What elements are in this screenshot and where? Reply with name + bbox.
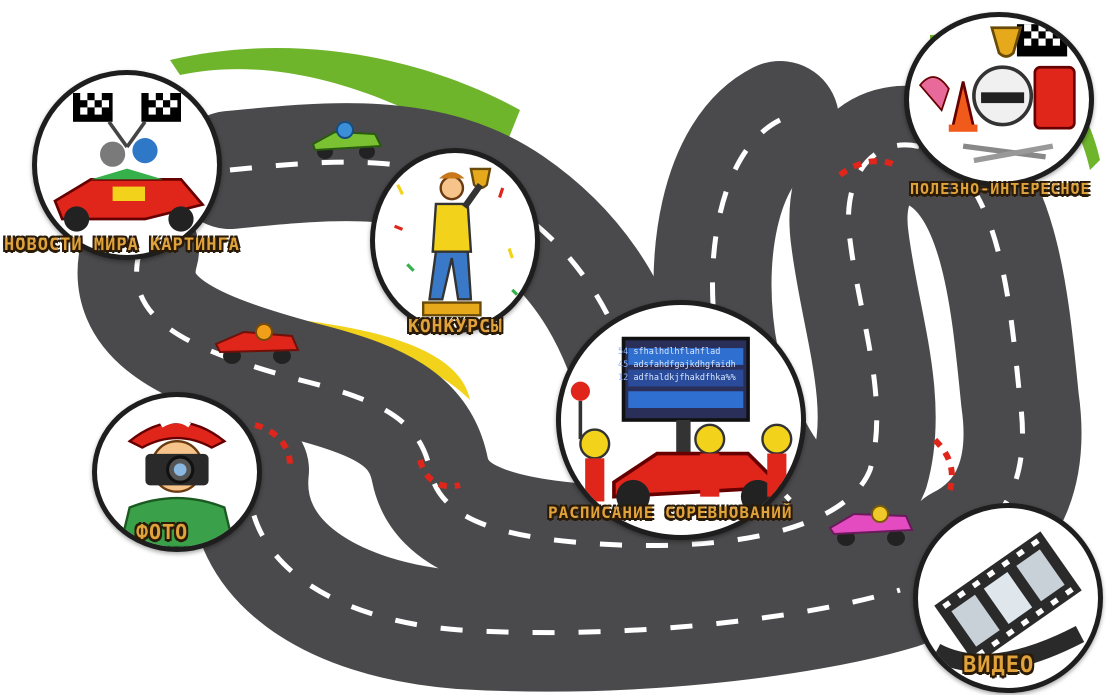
kart-red — [214, 323, 300, 364]
scoreboard-row: 12 adfhaldkjfhakdfhka%% — [618, 373, 736, 383]
track-kerb-2 — [838, 158, 897, 178]
menu-contests[interactable]: КОНКУРСЫ — [370, 148, 540, 348]
racing-gear-icon — [918, 24, 1076, 164]
menu-photo-label: ФОТО — [136, 520, 189, 544]
menu-contests-label: КОНКУРСЫ — [408, 316, 503, 337]
trophy-winner-icon — [393, 167, 519, 317]
kart-pink — [828, 505, 914, 546]
kart-green — [311, 121, 383, 159]
menu-video-label: ВИДЕО — [963, 653, 1035, 678]
photographer-icon — [118, 418, 236, 547]
scoreboard-text: 54 sfhalhdlhflahflad 45 adsfahdfgajkdhgf… — [618, 346, 743, 385]
track-kerb — [417, 459, 461, 490]
menu-useful[interactable]: ПОЛЕЗНО-ИНТЕРЕСНОЕ — [890, 12, 1111, 212]
film-reel-icon — [931, 531, 1085, 672]
pit-crew-scoreboard-icon — [570, 336, 793, 514]
scoreboard-row: 54 sfhalhdlhflahflad — [618, 347, 721, 357]
menu-video[interactable]: ВИДЕО — [905, 495, 1111, 695]
track-grass — [170, 48, 520, 160]
menu-news[interactable]: НОВОСТИ МИРА КАРТИНГА — [0, 70, 260, 260]
menu-useful-label: ПОЛЕЗНО-ИНТЕРЕСНОЕ — [910, 180, 1091, 198]
scoreboard-row: 45 adsfahdfgajkdhgfaidh — [618, 360, 736, 370]
menu-news-label: НОВОСТИ МИРА КАРТИНГА — [4, 235, 240, 255]
menu-photo[interactable]: ФОТО — [92, 392, 272, 562]
track-kerb-3 — [254, 422, 293, 466]
karting-racers-icon — [53, 93, 206, 232]
track-kerb-4 — [932, 437, 955, 491]
menu-schedule-label: РАСПИСАНИЕ СОРЕВНОВАНИЙ — [548, 503, 793, 522]
menu-schedule[interactable]: 54 sfhalhdlhflahflad 45 adsfahdfgajkdhgf… — [548, 300, 828, 540]
